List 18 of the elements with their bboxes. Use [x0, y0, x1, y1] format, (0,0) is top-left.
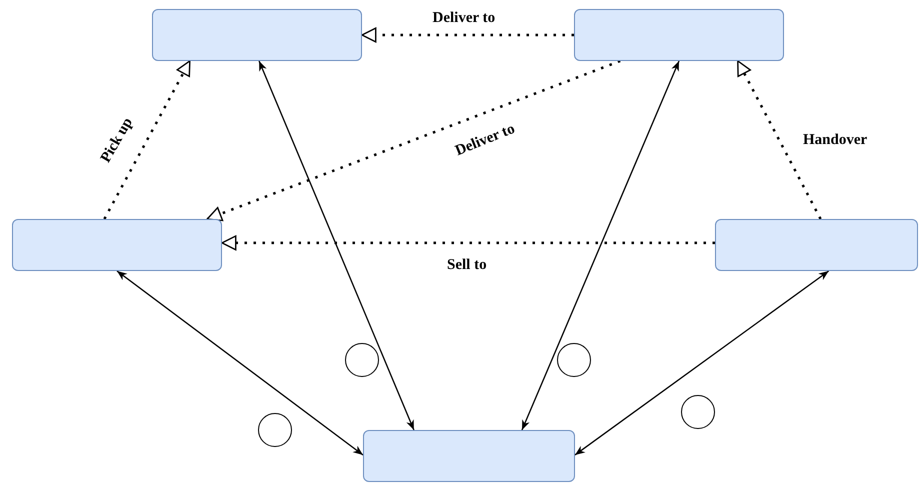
arrow [361, 27, 574, 43]
arrow [258, 60, 414, 430]
rounded-box [12, 219, 222, 271]
arrow [736, 60, 822, 220]
arrow [574, 270, 830, 456]
circle-shape [681, 395, 715, 429]
rounded-box [715, 219, 918, 271]
circle-shape [557, 343, 591, 377]
arrow [521, 60, 680, 430]
rounded-box [152, 9, 362, 61]
arrow [221, 235, 715, 250]
arrow [103, 60, 191, 220]
rounded-box [574, 9, 784, 61]
circle-shape [345, 343, 379, 377]
circle-shape [258, 413, 292, 447]
arrow [206, 60, 621, 222]
rounded-box [363, 430, 575, 482]
arrow [116, 270, 364, 456]
